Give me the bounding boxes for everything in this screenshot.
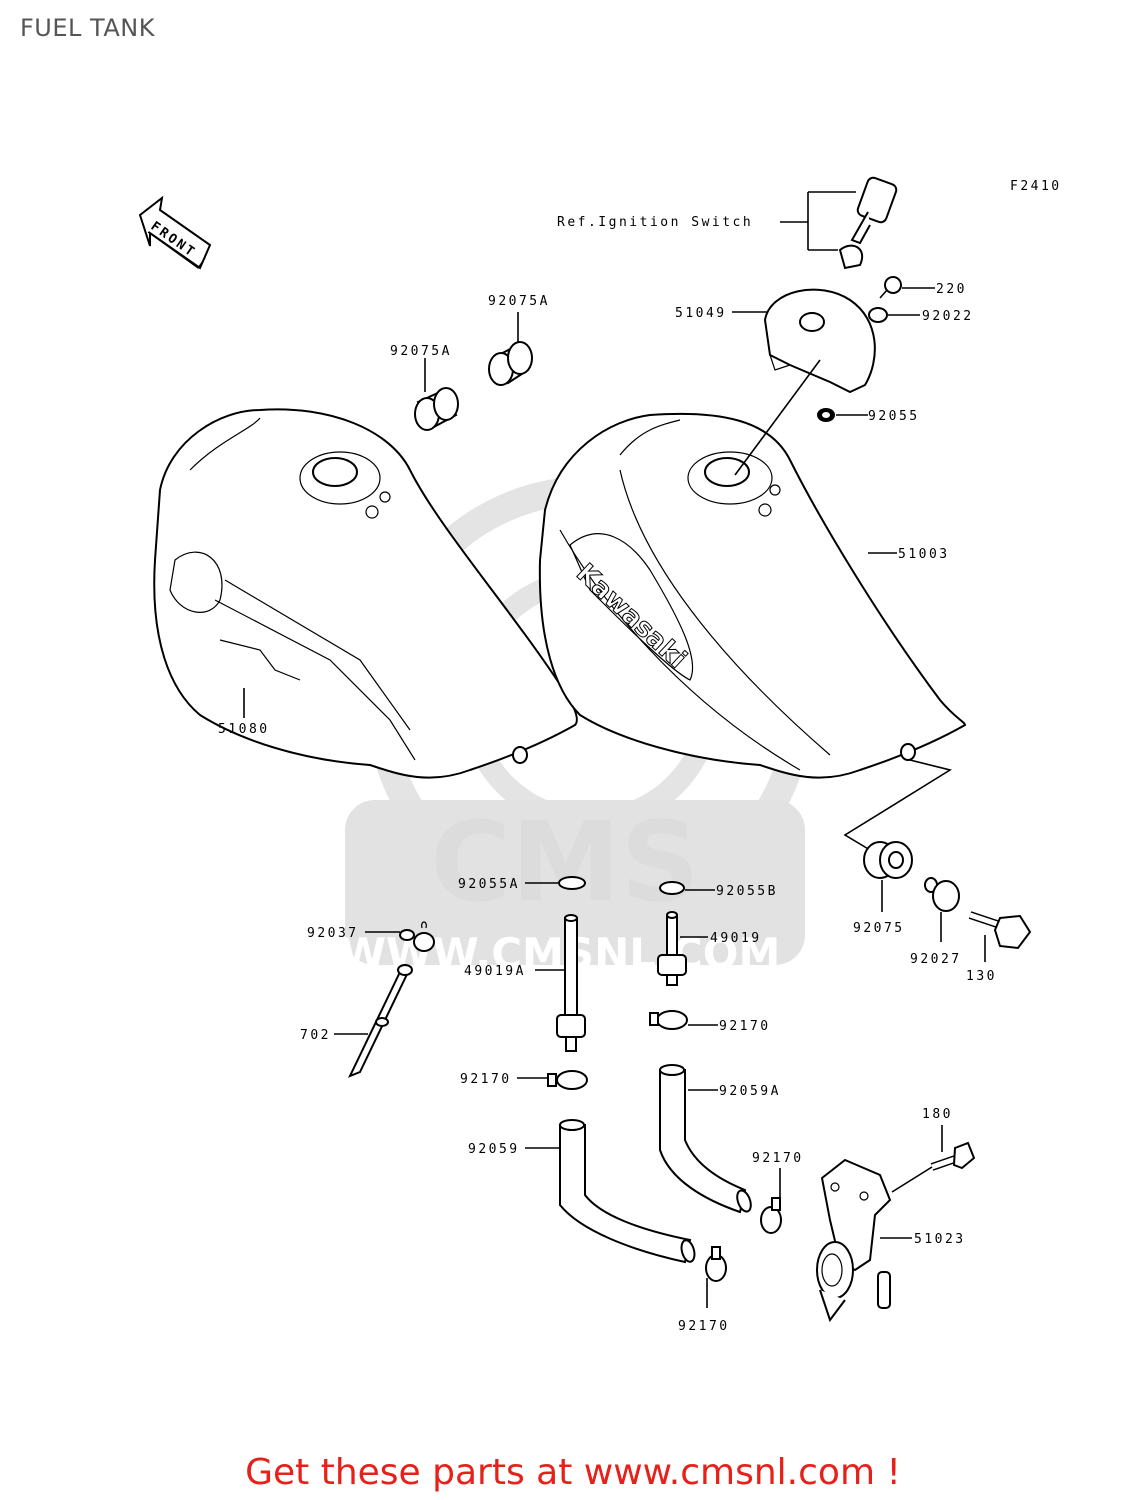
oring-92055B-icon [659, 881, 685, 895]
washer-92022-icon [868, 307, 888, 323]
part-label-92022: 92022 [922, 309, 974, 324]
part-label-702: 702 [300, 1028, 331, 1043]
part-label-220: 220 [936, 282, 967, 297]
part-label-51080: 51080 [218, 722, 270, 737]
part-label-92170-a: 92170 [719, 1019, 771, 1034]
part-label-130: 130 [966, 969, 997, 984]
page-title: FUEL TANK [20, 14, 155, 42]
part-label-51003: 51003 [898, 547, 950, 562]
clamp-92170-a-icon [649, 1010, 688, 1030]
watermark-logo: CMS [430, 798, 699, 926]
part-label-92170-c: 92170 [752, 1151, 804, 1166]
part-label-92075: 92075 [853, 921, 905, 936]
part-label-92075A-right: 92075A [488, 294, 550, 309]
part-label-92055A: 92055A [458, 877, 520, 892]
part-label-92059: 92059 [468, 1142, 520, 1157]
part-label-92055B: 92055B [716, 884, 778, 899]
footer-link[interactable]: Get these parts at www.cmsnl.com ! [245, 1452, 901, 1493]
hose-92059-icon [559, 1119, 696, 1264]
grommet-92075-icon [863, 841, 913, 879]
tube-702-icon [347, 964, 413, 1078]
clip-92037-icon [399, 921, 435, 952]
clamp-92170-d-icon [705, 1246, 727, 1282]
ref-ignition-switch-label: Ref.Ignition Switch [557, 215, 753, 230]
part-label-49019A: 49019A [464, 964, 526, 979]
hose-92059A-icon [659, 1064, 752, 1214]
clamp-92170-c-icon [760, 1197, 782, 1234]
part-label-92075A-left: 92075A [390, 344, 452, 359]
bolt-130-icon [968, 911, 1032, 950]
figure-code: F2410 [1010, 179, 1062, 194]
clamp-92170-b-icon [547, 1070, 588, 1090]
fuel-tap-51023-icon [816, 1158, 892, 1323]
part-label-92037: 92037 [307, 926, 359, 941]
part-label-92170-b: 92170 [460, 1072, 512, 1087]
cap-cover-51049-icon [763, 288, 876, 394]
oring-92055A-icon [558, 876, 586, 890]
collar-92027-icon [924, 877, 960, 912]
pipe-49019A-icon [556, 914, 586, 1052]
fuel-tank-51003-icon: Kawasaki [538, 412, 967, 779]
part-label-92170-d: 92170 [678, 1319, 730, 1334]
damper-92075A-left-icon [414, 387, 459, 431]
part-label-51023: 51023 [914, 1232, 966, 1247]
fuel-tank-51080-icon [153, 408, 578, 779]
part-label-92059A: 92059A [719, 1084, 781, 1099]
part-label-49019: 49019 [710, 931, 762, 946]
ignition-key-icon [838, 176, 898, 270]
part-label-51049: 51049 [675, 306, 727, 321]
bolt-180-icon [930, 1141, 976, 1171]
pipe-49019-icon [657, 911, 687, 986]
front-arrow-icon: FRONT [138, 195, 212, 270]
part-label-92055: 92055 [868, 409, 920, 424]
screw-220-icon [879, 276, 902, 299]
part-label-92027: 92027 [910, 952, 962, 967]
damper-92075A-right-icon [488, 341, 533, 386]
part-label-180: 180 [922, 1107, 953, 1122]
